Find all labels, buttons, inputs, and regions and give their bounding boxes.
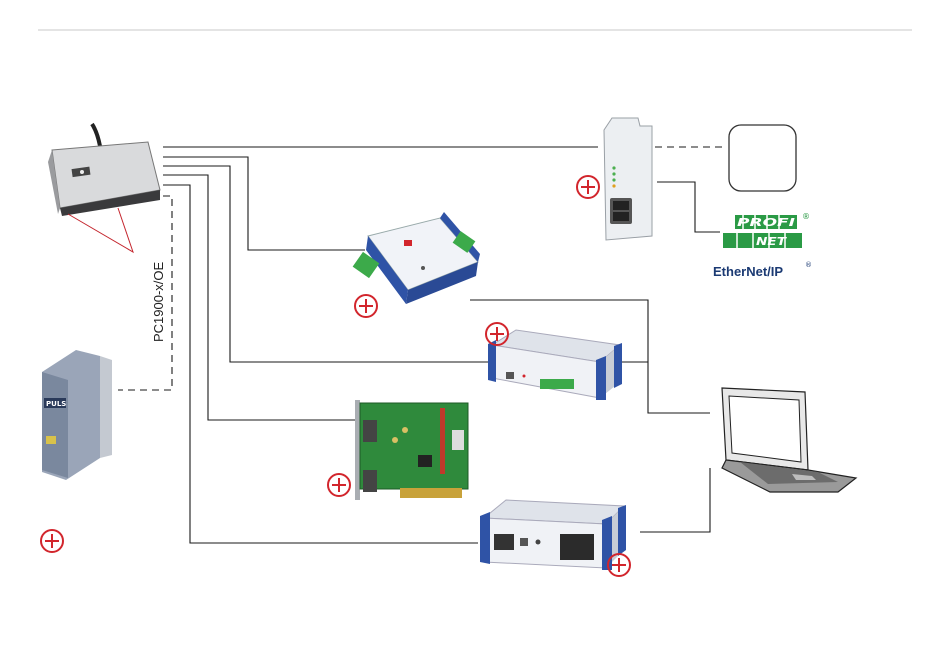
line-gateway-to-profinet <box>657 182 720 232</box>
accessory-marker-power-supply <box>41 530 63 552</box>
profinet-logo-top: PROFI <box>737 216 795 229</box>
sensor-cable <box>92 124 100 146</box>
pcie-interface-card <box>355 400 468 500</box>
ethernet-ip-logo: EtherNet/IP ® <box>713 261 812 279</box>
fieldbus-device <box>729 125 796 191</box>
profinet-logo-bottom: NET <box>756 235 788 248</box>
laser-sensor <box>48 124 160 252</box>
accessory-marker-gateway <box>577 176 599 198</box>
ethernet-converter-box <box>480 500 626 570</box>
line-sensor-to-pcie-card <box>163 175 355 420</box>
profinet-registered: ® <box>802 212 810 221</box>
power-supply: PULS <box>42 350 112 480</box>
accessory-marker-pcie-card <box>328 474 350 496</box>
usb-converter-box <box>488 330 622 400</box>
interface-converter <box>353 212 480 304</box>
fieldbus-gateway <box>604 118 652 240</box>
power-supply-brand: PULS <box>46 400 66 408</box>
accessory-marker-converter <box>355 295 377 317</box>
cable-label: PC1900-x/OE <box>151 261 166 342</box>
profinet-logo: PROFI NET ® <box>723 212 810 248</box>
ethernet-ip-registered: ® <box>805 261 812 269</box>
line-ethernet-box-to-laptop <box>640 468 710 532</box>
ethernet-ip-text: EtherNet/IP <box>713 264 783 279</box>
laptop <box>722 388 856 492</box>
line-sensor-to-converter-small <box>163 157 365 250</box>
